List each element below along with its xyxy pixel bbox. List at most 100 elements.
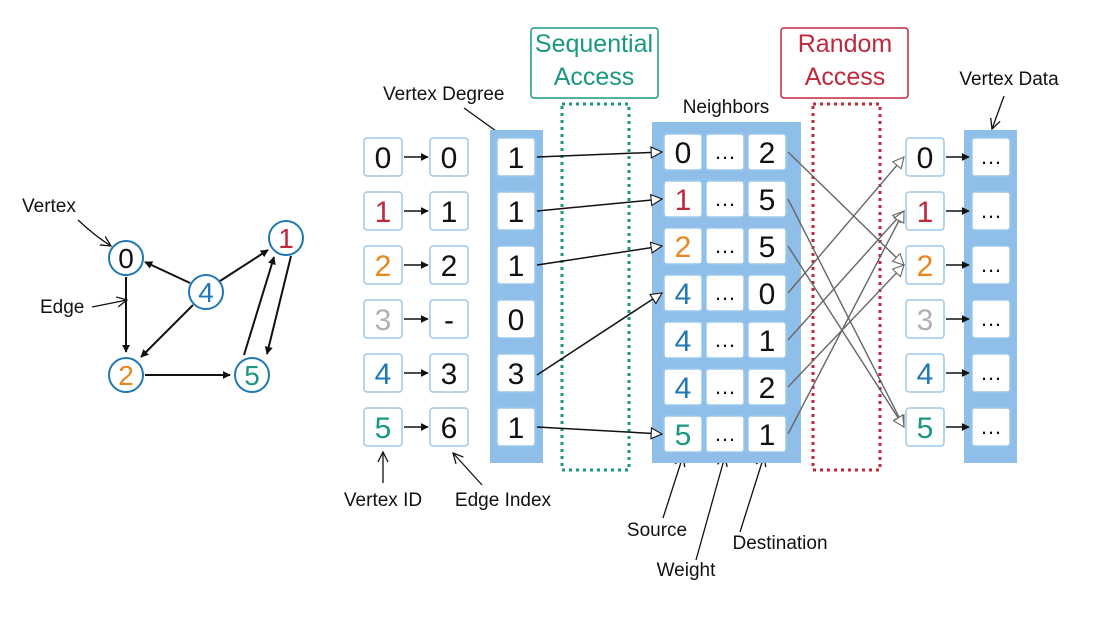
pointer-arrows <box>404 151 970 434</box>
graph-vertex-2: 2 <box>108 357 144 393</box>
degree-to-neighbor-arrow <box>536 199 662 212</box>
dest-vertex-id-cell-text: 5 <box>917 412 934 445</box>
neighbor-weight-cell-text: … <box>714 139 736 164</box>
graph-edge-4-0 <box>144 261 191 284</box>
neighbor-destination-cell: 5 <box>747 180 787 218</box>
neighbor-to-vertex-arrow <box>787 265 904 388</box>
degree-cell: 1 <box>496 137 536 177</box>
edge-index-cell-text: 1 <box>441 196 458 229</box>
edge-index-cell-text: 3 <box>441 358 458 391</box>
neighbor-destination-cell-text: 1 <box>759 325 776 358</box>
edge-index-arrow <box>453 453 483 486</box>
edge-index-cell: 1 <box>429 191 469 231</box>
degree-cell-text: 1 <box>508 250 525 283</box>
vertex-id-cell: 1 <box>363 191 403 231</box>
neighbor-weight-cell: … <box>705 368 745 406</box>
edge-index-cell-text: 2 <box>441 250 458 283</box>
destination-arrow <box>739 456 764 533</box>
neighbor-to-vertex-arrow <box>787 198 905 427</box>
neighbor-destination-cell: 2 <box>747 133 787 171</box>
dest-vertex-id-cell-text: 1 <box>917 196 934 229</box>
neighbor-destination-cell-text: 1 <box>759 419 776 452</box>
vertex-data-cell: … <box>971 245 1011 285</box>
neighbor-source-cell-text: 4 <box>675 278 692 311</box>
dest-vertex-id-cell-text: 2 <box>917 250 934 283</box>
neighbor-to-vertex-arrow <box>787 211 904 341</box>
vertex-degree-label: Vertex Degree <box>383 84 504 105</box>
neighbor-source-cell-text: 5 <box>675 419 692 452</box>
vertex-callout-arrow <box>77 219 111 246</box>
neighbor-destination-cell-text: 5 <box>759 231 776 264</box>
vertex-data-cell-text: … <box>980 198 1002 223</box>
vertex-data-cell: … <box>971 137 1011 177</box>
neighbor-source-cell-text: 2 <box>675 231 692 264</box>
random-access-line1: Random <box>798 30 893 58</box>
neighbor-weight-cell-text: … <box>714 280 736 305</box>
graph-vertex-1-label: 1 <box>278 223 294 254</box>
vertex-data-cell: … <box>971 353 1011 393</box>
degree-cell: 0 <box>496 299 536 339</box>
degree-to-neighbor-arrow <box>536 152 662 157</box>
dest-vertex-id-cell-text: 0 <box>917 142 934 175</box>
neighbor-weight-cell: … <box>705 274 745 312</box>
neighbor-destination-cell: 2 <box>747 368 787 406</box>
degree-cell: 3 <box>496 353 536 393</box>
neighbor-source-cell-text: 4 <box>675 372 692 405</box>
degree-to-neighbor-arrow <box>536 426 662 434</box>
vertex-id-cell: 4 <box>363 353 403 393</box>
sequential-access-line1: Sequential <box>535 30 653 58</box>
neighbor-to-vertex-arrow <box>787 157 904 294</box>
example-graph: Vertex Edge 0 1 2 4 5 <box>22 196 304 393</box>
neighbor-destination-cell-text: 2 <box>759 137 776 170</box>
edge-callout-arrow <box>91 300 127 308</box>
edge-index-cell-text: - <box>444 304 454 337</box>
neighbor-source-cell: 5 <box>663 415 703 453</box>
source-arrow <box>662 456 683 519</box>
edge-index-cell: 3 <box>429 353 469 393</box>
neighbor-source-cell: 4 <box>663 321 703 359</box>
graph-vertex-4-label: 4 <box>198 277 214 308</box>
degree-cell: 1 <box>496 191 536 231</box>
neighbor-weight-cell-text: … <box>714 186 736 211</box>
sequential-access-line2: Access <box>554 63 635 91</box>
degree-cell-text: 1 <box>508 412 525 445</box>
vertex-data-cell: … <box>971 191 1011 231</box>
neighbor-to-vertex-arrow <box>787 151 904 265</box>
neighbor-source-cell: 4 <box>663 368 703 406</box>
degree-to-neighbor-arrow <box>536 246 662 266</box>
edge-index-cell-text: 0 <box>441 142 458 175</box>
degree-cell-text: 1 <box>508 142 525 175</box>
neighbor-weight-cell: … <box>705 180 745 218</box>
degree-to-neighbor-arrow <box>536 293 662 376</box>
neighbor-destination-cell: 0 <box>747 274 787 312</box>
degree-cell: 1 <box>496 407 536 447</box>
graph-vertex-0: 0 <box>108 240 144 276</box>
random-access-box: Random Access <box>780 27 909 472</box>
source-label: Source <box>627 520 687 541</box>
neighbor-source-cell: 1 <box>663 180 703 218</box>
degree-cell-text: 0 <box>508 304 525 337</box>
neighbor-source-cell-text: 0 <box>675 137 692 170</box>
vertex-id-cell-text: 3 <box>375 304 392 337</box>
graph-edge-4-1 <box>219 249 269 282</box>
vertex-id-label: Vertex ID <box>344 490 422 511</box>
edge-callout-label: Edge <box>40 297 84 318</box>
neighbor-destination-cell-text: 5 <box>759 184 776 217</box>
neighbor-weight-cell: … <box>705 227 745 265</box>
dest-vertex-id-cell: 3 <box>905 299 945 339</box>
random-access-region <box>811 102 882 472</box>
dest-vertex-id-cell: 1 <box>905 191 945 231</box>
random-access-line2: Access <box>805 63 886 91</box>
degree-cell-text: 3 <box>508 358 525 391</box>
graph-edge-1-5 <box>264 255 292 355</box>
vertex-callout-label: Vertex <box>22 196 76 217</box>
neighbor-weight-cell: … <box>705 415 745 453</box>
vertex-id-cell: 0 <box>363 137 403 177</box>
edge-index-cell: 2 <box>429 245 469 285</box>
edge-index-cell: - <box>429 299 469 339</box>
neighbor-destination-cell: 5 <box>747 227 787 265</box>
neighbor-weight-cell-text: … <box>714 374 736 399</box>
neighbor-weight-cell: … <box>705 321 745 359</box>
